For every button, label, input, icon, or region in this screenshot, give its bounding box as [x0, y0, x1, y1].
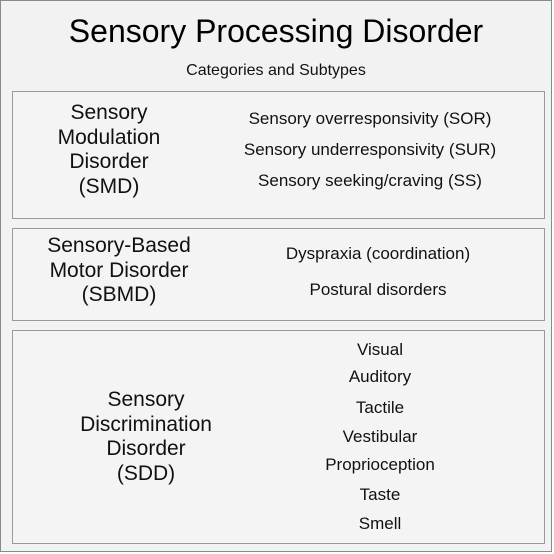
category-label-line: Sensory — [107, 388, 185, 411]
subtype-dyspraxia: Dyspraxia (coordination) — [285, 244, 471, 263]
subtype-proprioception: Proprioception — [325, 455, 435, 474]
category-label-smd: Sensory Modulation Disorder (SMD) — [29, 101, 189, 199]
category-label-line: Sensory — [70, 101, 148, 124]
category-label-line: (SDD) — [116, 461, 176, 485]
category-box-sbmd — [12, 228, 545, 321]
subtype-sur: Sensory underresponsivity (SUR) — [243, 140, 497, 159]
diagram-title: Sensory Processing Disorder — [68, 13, 484, 49]
category-label-line: (SMD) — [78, 174, 140, 198]
category-label-sbmd: Sensory-Based Motor Disorder (SBMD) — [24, 234, 214, 308]
subtype-smell: Smell — [358, 514, 402, 533]
subtype-vestibular: Vestibular — [342, 427, 418, 446]
category-label-line: Disorder — [106, 437, 186, 460]
subtype-postural: Postural disorders — [309, 280, 447, 299]
category-label-line: Discrimination — [80, 412, 212, 436]
category-label-line: Motor Disorder — [49, 258, 189, 282]
category-box-sdd — [12, 330, 545, 544]
diagram-subtitle: Categories and Subtypes — [186, 62, 366, 79]
subtype-ss: Sensory seeking/craving (SS) — [258, 171, 482, 190]
subtype-sor: Sensory overresponsivity (SOR) — [248, 109, 492, 128]
subtype-visual: Visual — [357, 340, 403, 359]
subtype-tactile: Tactile — [355, 398, 405, 417]
subtype-auditory: Auditory — [348, 367, 412, 386]
category-label-line: (SBMD) — [81, 283, 157, 306]
category-label-line: Sensory-Based — [47, 234, 191, 257]
category-label-sdd: Sensory Discrimination Disorder (SDD) — [61, 388, 231, 486]
category-label-line: Disorder — [69, 150, 149, 173]
category-label-line: Modulation — [57, 125, 161, 149]
subtype-taste: Taste — [359, 485, 401, 504]
category-box-smd — [12, 91, 545, 219]
